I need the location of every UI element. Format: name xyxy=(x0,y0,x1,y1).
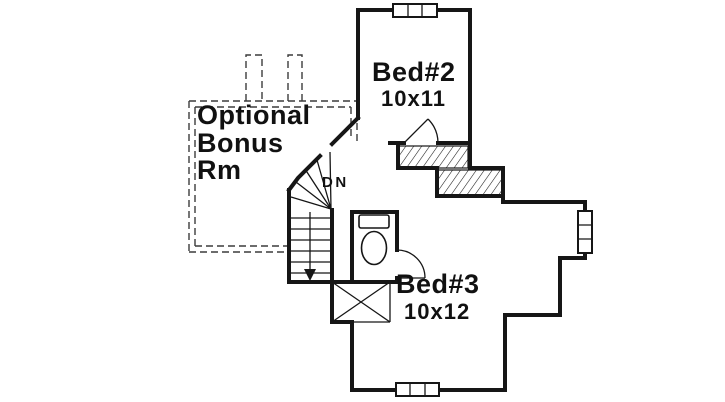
toilet-bowl-icon xyxy=(360,230,388,266)
chimney-dashed-outlines xyxy=(245,54,303,101)
window-right xyxy=(577,210,593,254)
toilet-tank-icon xyxy=(358,214,390,229)
windows xyxy=(392,3,593,397)
stair-run-hatch-1 xyxy=(397,145,469,169)
stairs-upper-hatched xyxy=(397,145,504,197)
window-bottom-mullions xyxy=(409,383,426,396)
doors xyxy=(396,118,439,279)
stair-run-hatch-2 xyxy=(436,169,504,197)
bonus-room-label-line2: Bonus xyxy=(197,128,284,158)
stairs-down-label: DN xyxy=(322,174,349,191)
stairs-lower-run xyxy=(290,151,332,281)
closet-outline-and-cross xyxy=(331,281,391,323)
window-top-frame xyxy=(392,3,438,18)
bed2-door-swing xyxy=(403,118,439,144)
bonus-room-label-line1: Optional xyxy=(197,100,311,130)
window-right-frame xyxy=(577,210,593,254)
window-bottom-frame xyxy=(395,382,440,397)
window-bottom xyxy=(395,382,440,397)
bed3-dims-label: 10x12 xyxy=(404,299,470,324)
bathroom-door-swing xyxy=(396,249,426,279)
bed3-room-label: Bed#3 xyxy=(396,269,480,299)
stair-direction-arrow-head xyxy=(304,269,316,281)
bed2-dims-label: 10x11 xyxy=(381,86,446,111)
bonus-room-label-line3: Rm xyxy=(197,155,242,185)
bed2-room-label: Bed#2 xyxy=(372,57,456,87)
winder-stair-treads xyxy=(290,151,332,210)
labels: Optional Bonus Rm Bed#2 10x11 Bed#3 10x1… xyxy=(197,57,480,324)
bathroom xyxy=(358,214,390,266)
window-top xyxy=(392,3,438,18)
closet-x xyxy=(331,281,391,323)
window-top-mullions xyxy=(407,4,423,17)
bonus-outline-outer xyxy=(188,100,358,253)
window-right-mullions xyxy=(578,224,592,240)
